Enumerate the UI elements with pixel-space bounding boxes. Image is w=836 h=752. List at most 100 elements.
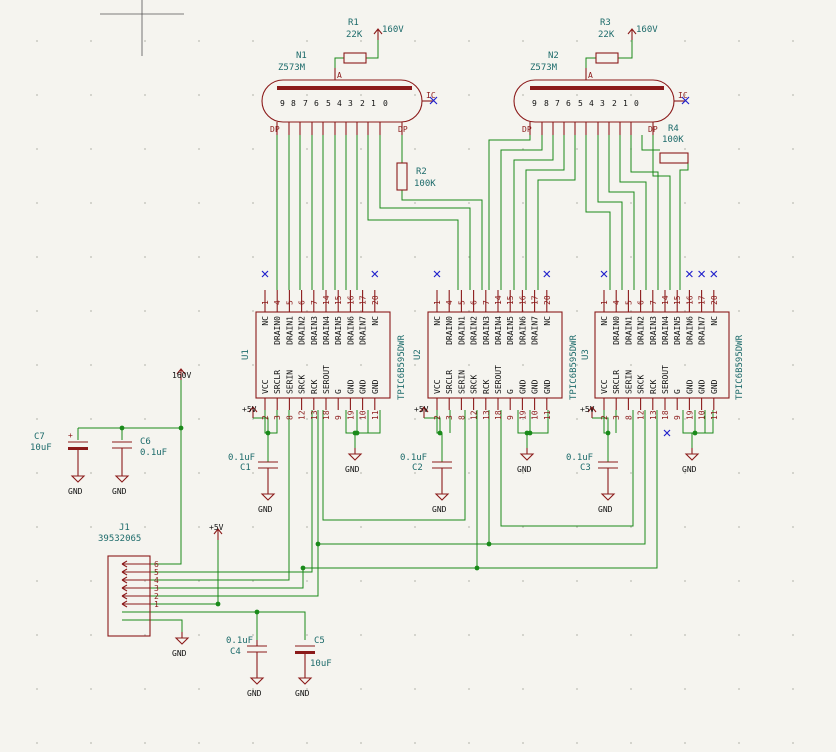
resistor-r2[interactable]: R2 100K (396, 162, 436, 191)
ic-bottom-pin-number: 10 (698, 410, 707, 420)
c4-value: 0.1uF (226, 636, 253, 646)
ic-top-pin-number: 6 (637, 300, 646, 305)
ground-symbol (297, 672, 313, 685)
ground-label: GND (247, 689, 262, 698)
ic-bottom-pin-number: 3 (612, 415, 621, 420)
ic-bottom-pin-number: 2 (433, 415, 442, 420)
capacitor-c7[interactable]: + C7 10uF (30, 431, 88, 470)
ic-top-pin-name: DRAIN5 (506, 316, 515, 345)
ic-top-pin-number: 7 (310, 300, 319, 305)
ic-bottom-pin-name: SRCK (298, 375, 307, 394)
c7-ref: C7 (34, 432, 45, 442)
capacitor-c2[interactable]: 0.1uF C2 (400, 453, 452, 488)
ic-top-pin-name: DRAIN5 (673, 316, 682, 345)
capacitor-c5[interactable]: C5 10uF (295, 636, 332, 672)
ic-bottom-pin-number: 11 (710, 410, 719, 420)
n1-anode-label: A (337, 71, 342, 80)
n2-ic-label: IC (678, 91, 688, 100)
r1-ref: R1 (348, 18, 359, 28)
ic-top-pin-number: 7 (482, 300, 491, 305)
n2-digit-7: 7 (555, 99, 560, 108)
ic-bottom-pin-name: GND (359, 379, 368, 394)
ic-bottom-pin-number: 10 (531, 410, 540, 420)
c2-value: 0.1uF (400, 453, 427, 463)
n2-dp-label: DP (648, 125, 658, 134)
ic-bottom-pin-name: GND (698, 379, 707, 394)
n1-digit-2: 2 (360, 99, 365, 108)
ic-top-pin-number: 15 (673, 295, 682, 305)
ic-top-pin-number: 1 (261, 300, 270, 305)
ic-bottom-pin-number: 9 (334, 415, 343, 420)
ic-bottom-pin-name: VCC (261, 379, 270, 394)
ic-bottom-pin-number: 3 (445, 415, 454, 420)
ic-top-pin-number: 7 (649, 300, 658, 305)
u1-value: TPIC6B595DWR (397, 334, 407, 400)
ic-bottom-pin-name: RCK (310, 379, 319, 394)
ic-u1[interactable] (255, 311, 391, 399)
n2-anode-label: A (588, 71, 593, 80)
power-5v-symbol (419, 406, 429, 418)
ic-bottom-pin-number: 13 (310, 410, 319, 420)
capacitor-c4[interactable]: 0.1uF C4 (226, 636, 267, 672)
c7-value: 10uF (30, 443, 52, 453)
ic-bottom-pin-number: 13 (649, 410, 658, 420)
ic-top-pin-name: NC (371, 316, 380, 326)
capacitor-c6[interactable]: C6 0.1uF (112, 437, 167, 470)
ic-top-pin-name: DRAIN4 (494, 316, 503, 345)
ic-bottom-pin-name: SERIN (285, 370, 294, 394)
ic-bottom-pin-name: GND (518, 379, 527, 394)
no-connect-marker (663, 429, 671, 437)
ground-symbol (519, 448, 535, 461)
n2-digit-1: 1 (623, 99, 628, 108)
nixie-tube-n1[interactable]: 9 8 7 6 5 4 3 2 1 0 A IC DP DP N1 Z573M (261, 51, 438, 135)
ic-bottom-pin-name: SEROUT (494, 365, 503, 394)
n2-value: Z573M (530, 63, 558, 73)
ground-symbol (347, 448, 363, 461)
ic-top-pin-name: DRAIN3 (482, 316, 491, 345)
resistor-r4[interactable]: R4 100K (659, 124, 689, 164)
ic-top-pin-number: 17 (531, 295, 540, 305)
c3-ref: C3 (580, 463, 591, 473)
ic-top-pin-name: DRAIN3 (310, 316, 319, 345)
ic-u2[interactable] (427, 311, 563, 399)
ic-bottom-pin-name: G (334, 389, 343, 394)
n1-digit-8: 8 (291, 99, 296, 108)
power-5v-label: +5V (580, 405, 595, 414)
u2-value: TPIC6B595DWR (569, 334, 579, 400)
ic-top-pin-name: NC (433, 316, 442, 326)
ic-bottom-pin-name: G (506, 389, 515, 394)
connector-pin-number: 6 (154, 560, 159, 569)
ic-bottom-pin-number: 2 (600, 415, 609, 420)
ic-bottom-pin-name: VCC (600, 379, 609, 394)
nixie-tube-n2[interactable]: 9 8 7 6 5 4 3 2 1 0 A IC DP DP N2 Z573M (513, 51, 690, 135)
ic-top-pin-name: NC (261, 316, 270, 326)
ic-top-pin-number: 16 (518, 295, 527, 305)
n1-digit-5: 5 (326, 99, 331, 108)
u2-ref: U2 (413, 349, 423, 360)
n1-digit-9: 9 (280, 99, 285, 108)
ic-bottom-pin-name: GND (371, 379, 380, 394)
ic-top-pin-number: 6 (470, 300, 479, 305)
no-connect-marker (698, 270, 706, 278)
connector-pin-arrow (121, 576, 128, 584)
ic-bottom-pin-name: SEROUT (322, 365, 331, 394)
ic-bottom-pin-number: 18 (494, 410, 503, 420)
ic-top-pin-number: 16 (685, 295, 694, 305)
capacitor-c1[interactable]: 0.1uF C1 (228, 453, 278, 488)
resistor-r1[interactable]: R1 22K (343, 18, 367, 64)
capacitor-c3[interactable]: 0.1uF C3 (566, 453, 618, 488)
ic-u3[interactable] (594, 311, 730, 399)
ic-top-pin-name: DRAIN7 (698, 316, 707, 345)
ic-bottom-pin-name: VCC (433, 379, 442, 394)
no-connect-marker (261, 270, 269, 278)
ic-top-pin-number: 20 (543, 295, 552, 305)
ic-bottom-pin-name: SRCK (470, 375, 479, 394)
ground-label: GND (682, 465, 697, 474)
n2-digit-2: 2 (612, 99, 617, 108)
ic-bottom-pin-name: GND (710, 379, 719, 394)
connector-pin-number: 1 (154, 600, 159, 609)
ic-bottom-pin-number: 18 (322, 410, 331, 420)
resistor-r3[interactable]: R3 22K (595, 18, 619, 64)
r4-value: 100K (662, 135, 684, 145)
